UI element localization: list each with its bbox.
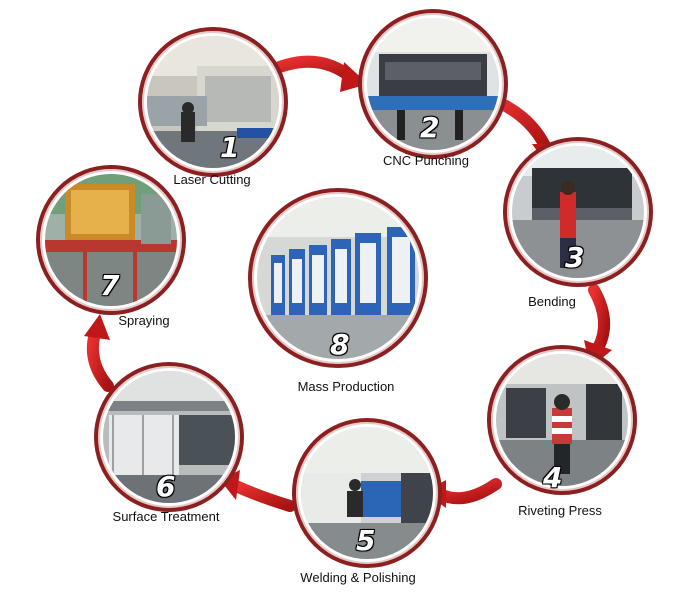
step-spraying: 7 bbox=[36, 165, 186, 315]
arrow-5-to-6 bbox=[236, 486, 290, 506]
step-label: CNC Punching bbox=[383, 153, 469, 168]
step-number: 3 bbox=[565, 241, 584, 274]
step-mass-production: 8 bbox=[248, 188, 428, 368]
arrow-3-to-4 bbox=[594, 290, 604, 348]
step-label: Spraying bbox=[118, 313, 169, 328]
step-number: 1 bbox=[220, 131, 239, 164]
step-number: 6 bbox=[156, 470, 175, 503]
step-number: 5 bbox=[356, 524, 375, 557]
arrow-head-6-to-7 bbox=[84, 314, 110, 340]
step-bending: 3 bbox=[503, 137, 653, 287]
step-riveting-press: 4 bbox=[487, 345, 637, 495]
step-number: 8 bbox=[330, 328, 349, 361]
step-laser-cutting: 1 bbox=[138, 27, 288, 177]
step-surface-treatment: 6 bbox=[94, 362, 244, 512]
step-number: 2 bbox=[420, 111, 439, 144]
step-number: 4 bbox=[543, 461, 562, 494]
step-label: Welding & Polishing bbox=[300, 570, 415, 585]
step-label: Mass Production bbox=[298, 379, 395, 394]
step-label: Surface Treatment bbox=[113, 509, 220, 524]
step-cnc-punching: 2 bbox=[358, 9, 508, 159]
step-label: Bending bbox=[528, 294, 576, 309]
laser-cutting-photo bbox=[147, 36, 279, 168]
step-welding-polishing: 5 bbox=[292, 418, 442, 568]
step-label: Riveting Press bbox=[518, 503, 602, 518]
step-number: 7 bbox=[100, 269, 119, 302]
